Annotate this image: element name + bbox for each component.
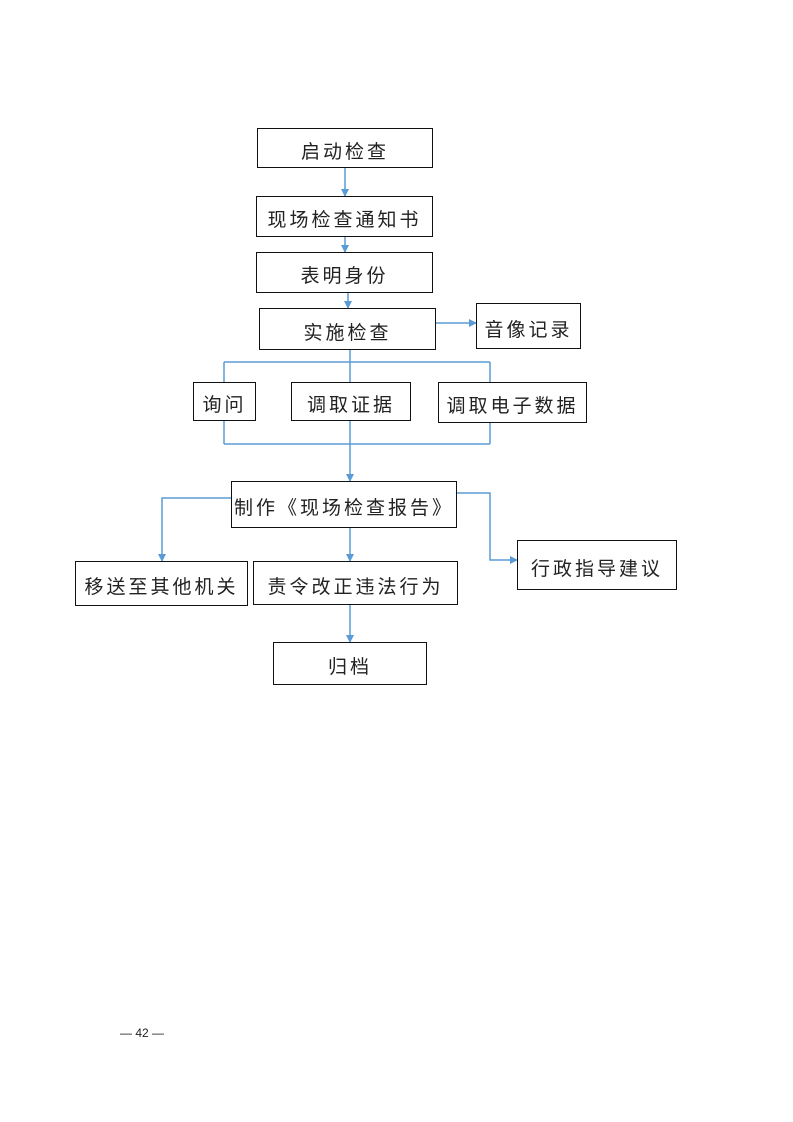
node-inquiry: 询问	[193, 382, 256, 421]
node-notice: 现场检查通知书	[256, 196, 433, 237]
node-inspect: 实施检查	[259, 308, 436, 350]
branch-split	[223, 350, 491, 382]
node-evidence: 调取证据	[291, 382, 411, 421]
node-transfer: 移送至其他机关	[75, 561, 248, 606]
arrow-report-guidance	[457, 492, 518, 564]
branch-join	[223, 421, 491, 445]
node-guidance: 行政指导建议	[517, 540, 677, 590]
node-archive: 归档	[273, 642, 427, 685]
node-av-record: 音像记录	[476, 303, 581, 349]
node-start: 启动检查	[257, 128, 433, 168]
arrow-report-transfer	[158, 497, 231, 562]
node-rectify: 责令改正违法行为	[253, 561, 458, 605]
node-identify: 表明身份	[256, 252, 433, 293]
node-report: 制作《现场检查报告》	[231, 481, 457, 528]
page-number: — 42 —	[120, 1026, 165, 1040]
node-e-data: 调取电子数据	[438, 382, 587, 423]
